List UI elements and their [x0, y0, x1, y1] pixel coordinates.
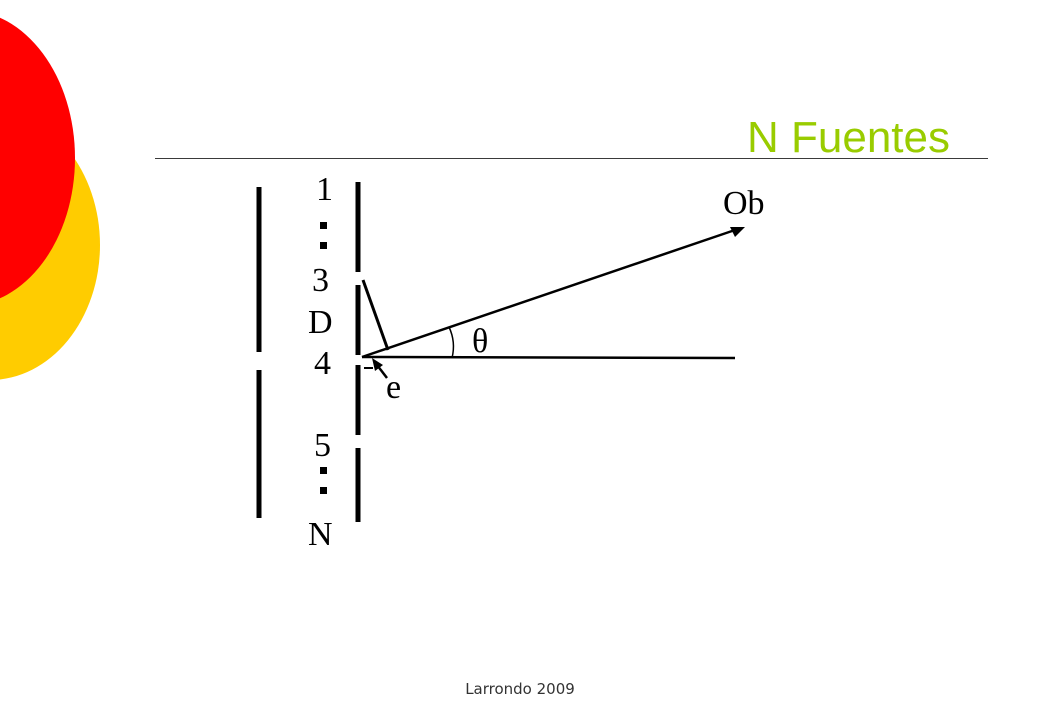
normal-line — [361, 355, 736, 360]
label-observer: Ob — [723, 185, 765, 222]
label-source-3: 3 — [312, 262, 329, 299]
ray-arrowhead — [730, 227, 745, 237]
slide-title: N Fuentes — [747, 113, 950, 162]
e-pointer-arrowhead — [372, 358, 383, 371]
label-theta: θ — [472, 323, 488, 360]
label-separation-d: D — [308, 304, 333, 341]
angle-arc — [448, 326, 455, 359]
label-e: e — [386, 369, 401, 406]
ray-to-observer — [361, 228, 736, 359]
ellipsis-dot-upper-1 — [320, 222, 327, 229]
label-source-5: 5 — [314, 427, 331, 464]
label-source-4: 4 — [314, 345, 331, 382]
red-circle — [0, 17, 75, 299]
label-source-n: N — [308, 516, 333, 553]
ellipsis-dot-upper-2 — [320, 242, 327, 249]
footer-credit: Larrondo 2009 — [465, 680, 575, 698]
path-difference-segment — [361, 279, 390, 351]
label-source-1: 1 — [316, 171, 333, 208]
ellipsis-dot-lower-2 — [320, 487, 327, 494]
ellipsis-dot-lower-1 — [320, 467, 327, 474]
title-divider — [155, 158, 988, 159]
